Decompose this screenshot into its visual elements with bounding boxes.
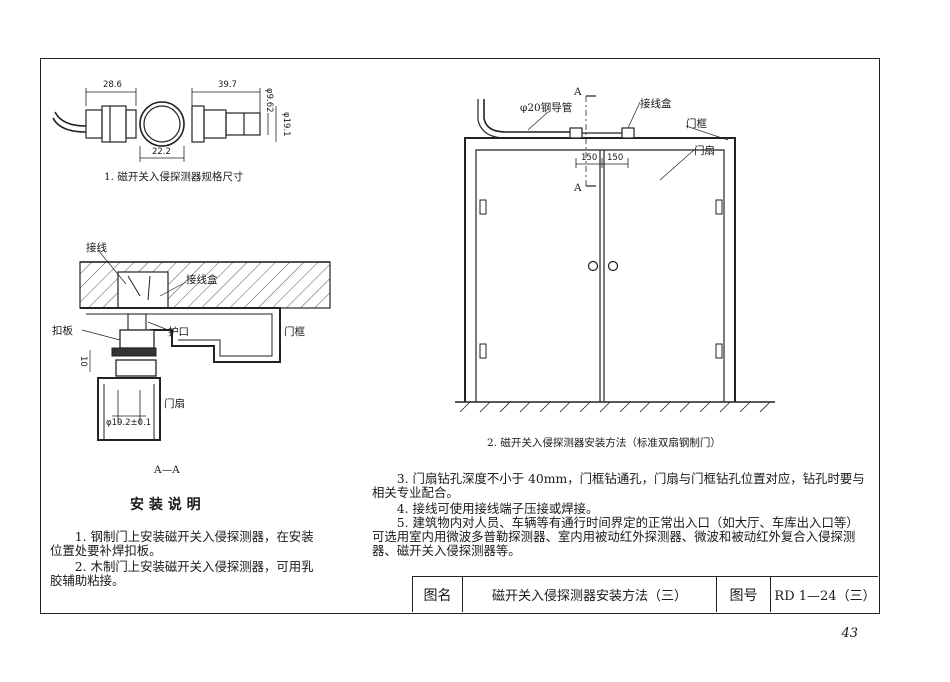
label-plate: 扣板 <box>52 325 73 337</box>
title-block: 图名 磁开关入侵探测器安装方法（三） 图号 RD 1—24（三） <box>412 576 878 612</box>
fig1-caption: 1. 磁开关入侵探测器规格尺寸 <box>104 171 244 183</box>
label-door-frame: 门框 <box>284 326 305 338</box>
title-block-number-label: 图号 <box>717 577 771 612</box>
note-3: 3. 门扇钻孔深度不小于 40mm，门框钻通孔，门扇与门框钻孔位置对应，钻孔时要… <box>372 471 865 500</box>
note-5: 5. 建筑物内对人员、车辆等有通行时间界定的正常出入口（如大厅、车库出入口等）可… <box>372 515 859 558</box>
note-4: 4. 接线可使用接线端子压接或焊接。 <box>396 501 599 516</box>
fig2-caption: 2. 磁开关入侵探测器安装方法（标准双扇钢制门） <box>487 437 721 449</box>
drawing-frame <box>40 58 880 614</box>
dim-phi-19-1: φ19.1 <box>281 112 291 137</box>
instruction-item-1: 1. 钢制门上安装磁开关入侵探测器，在安装位置处要补焊扣板。 <box>50 529 314 558</box>
label-steel-pipe: φ20钢导管 <box>520 102 573 114</box>
label-junction-box: 接线盒 <box>186 274 218 286</box>
title-block-name-label: 图名 <box>413 577 463 612</box>
label-door-frame-2: 门框 <box>686 118 707 130</box>
section-mark-bottom: A <box>574 182 582 194</box>
label-guard: 护口 <box>168 326 189 338</box>
instruction-item-2: 2. 木制门上安装磁开关入侵探测器，可用乳胶辅助粘接。 <box>50 559 314 588</box>
section-caption: A—A <box>154 464 180 476</box>
dim-22-2: 22.2 <box>152 147 171 157</box>
dim-phi-9-62: φ9.62 <box>264 88 274 113</box>
label-junction-box-2: 接线盒 <box>640 98 672 110</box>
dim-28-6: 28.6 <box>103 80 122 90</box>
dim-150-right: 150 <box>607 153 624 163</box>
label-door-leaf-2: 门扇 <box>694 145 715 157</box>
dim-150-left: 150 <box>581 153 598 163</box>
dim-39-7: 39.7 <box>218 80 237 90</box>
double-door-drawing <box>455 95 775 403</box>
dim-hole: φ19.2±0.1 <box>106 418 152 428</box>
section-a-a-drawing <box>79 249 331 441</box>
section-mark-top: A <box>574 86 582 98</box>
title-block-number: RD 1—24（三） <box>774 589 876 604</box>
page-number: 43 <box>841 626 858 641</box>
instructions-title: 安 装 说 明 <box>130 497 201 513</box>
title-block-name: 磁开关入侵探测器安装方法（三） <box>463 577 717 612</box>
dim-10: 10 <box>78 356 88 367</box>
label-wire: 接线 <box>86 242 107 254</box>
label-door-leaf: 门扇 <box>164 398 185 410</box>
